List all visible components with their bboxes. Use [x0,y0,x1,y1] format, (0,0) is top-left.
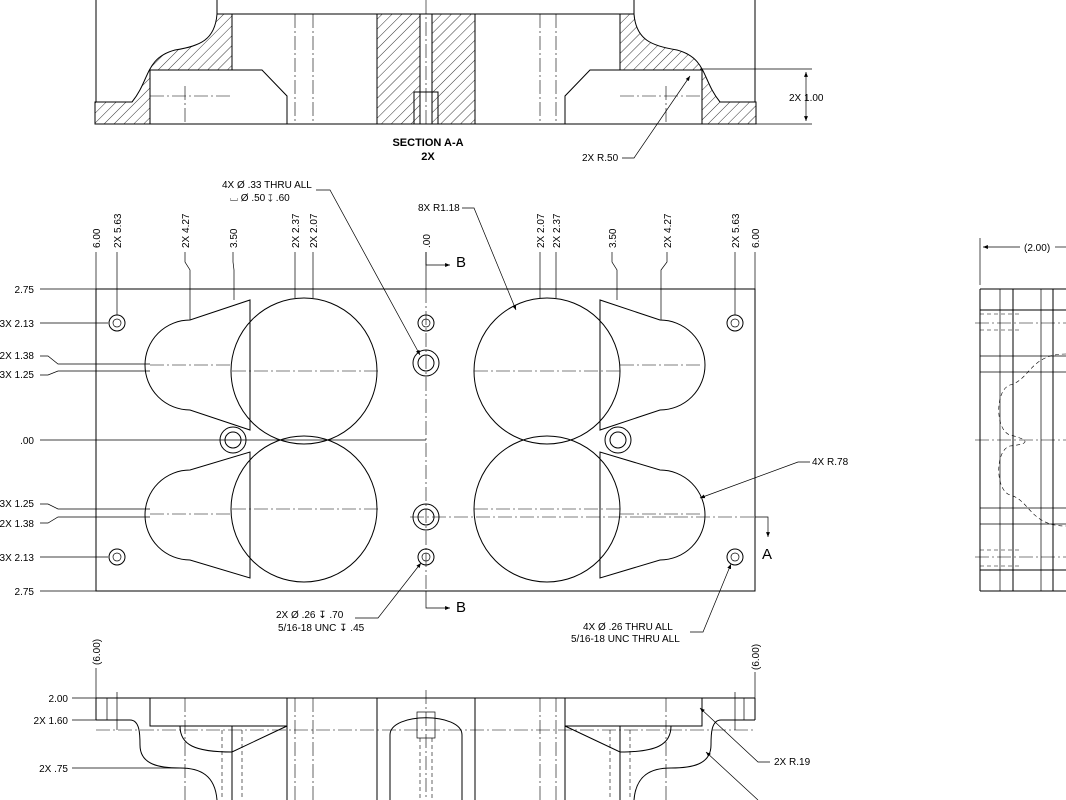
front-view-bottom: (6.00) (6.00) [34,639,811,800]
x-dim-3: 2X 4.27 [181,213,192,248]
y-dim-4: 3X 1.25 [0,370,34,381]
section-height-dim: 2X 1.00 [789,93,824,104]
section-radius-dim: 2X R.50 [582,153,619,164]
x-dim-2: 2X 5.63 [113,213,124,248]
x-dim-12: 2X 5.63 [731,213,742,248]
y-dim-7: 2X 1.38 [0,519,34,530]
side-view: (2.00) [975,238,1066,592]
x-dim-9: 2X 2.37 [552,213,563,248]
section-scale: 2X [421,151,435,163]
section-a-a-view: 2X 1.00 2X R.50 SECTION A-A 2X [94,0,824,164]
y-dim-2: 3X 2.13 [0,319,34,330]
x-dim-6: 2X 2.07 [309,213,320,248]
x-dim-11: 2X 4.27 [663,213,674,248]
plan-view: 6.00 2X 5.63 2X 4.27 3.50 2X 2.37 2X 2.0… [0,180,849,645]
bottom-radius: 2X R.19 [774,757,811,768]
y-dim-8: 3X 2.13 [0,553,34,564]
x-dim-13: 6.00 [751,228,762,248]
bottom-dim-2: 2X 1.60 [34,716,69,727]
bottom-left-ref: (6.00) [92,639,103,665]
bottom-right-ref: (6.00) [751,644,762,670]
radius-callout-4x: 4X R.78 [812,457,849,468]
hole-callout-1: 4X Ø .33 THRU ALL [222,180,312,191]
section-marker-b-bottom: B [456,599,466,616]
tap-callout-2x-a: 2X Ø .26 ↧ .70 [276,610,344,621]
x-dim-5: 2X 2.37 [291,213,302,248]
ordinate-y-lines [40,288,150,592]
section-title: SECTION A-A [392,137,463,149]
y-dim-1: 2.75 [15,285,35,296]
bottom-dim-3: 2X .75 [39,764,68,775]
x-dim-8: 2X 2.07 [536,213,547,248]
tap-callout-2x-b: 5/16-18 UNC ↧ .45 [278,623,365,634]
tap-callout-4x-b: 5/16-18 UNC THRU ALL [571,634,680,645]
hole-callout-1b: ⌴ Ø .50 ↧ .60 [230,193,290,204]
y-dim-6: 3X 1.25 [0,499,34,510]
mounting-holes [108,314,744,566]
x-dim-1: 6.00 [92,228,103,248]
ordinate-x-lines [95,252,756,320]
y-dim-9: 2.75 [15,587,35,598]
y-dim-5: .00 [20,436,34,447]
y-dim-3: 2X 1.38 [0,351,34,362]
side-dim: (2.00) [1024,243,1050,254]
x-dim-7: .00 [422,234,433,248]
bottom-dim-1: 2.00 [49,694,69,705]
x-dim-4: 3.50 [229,228,240,248]
tap-callout-4x-a: 4X Ø .26 THRU ALL [583,622,673,633]
section-marker-a: A [762,546,772,563]
x-dim-10: 3.50 [608,228,619,248]
section-marker-b-top: B [456,254,466,271]
radius-callout-8x: 8X R1.18 [418,203,460,214]
